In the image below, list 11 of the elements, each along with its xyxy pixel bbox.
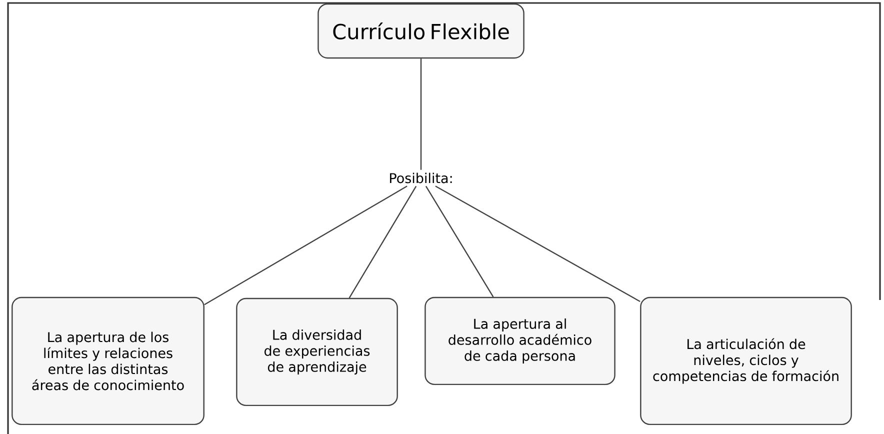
connector-line — [420, 58, 422, 170]
concept-box: La articulación de niveles, ciclos y competencias de formación — [640, 296, 852, 426]
linking-phrase: Posibilita: — [386, 170, 456, 186]
connector-line — [435, 186, 640, 302]
concept-box: La apertura al desarrollo académico de cada persona — [424, 296, 616, 386]
concept-box: La diversidad de experiencias de aprendizaje — [236, 298, 398, 406]
concept-box: Currículo Flexible — [318, 3, 524, 59]
connector-line — [425, 186, 494, 298]
concept-box: La apertura de los límites y relaciones entre las distintas áreas de conocimiento — [12, 296, 204, 426]
connector-line — [348, 186, 417, 298]
connector-line — [204, 186, 408, 306]
